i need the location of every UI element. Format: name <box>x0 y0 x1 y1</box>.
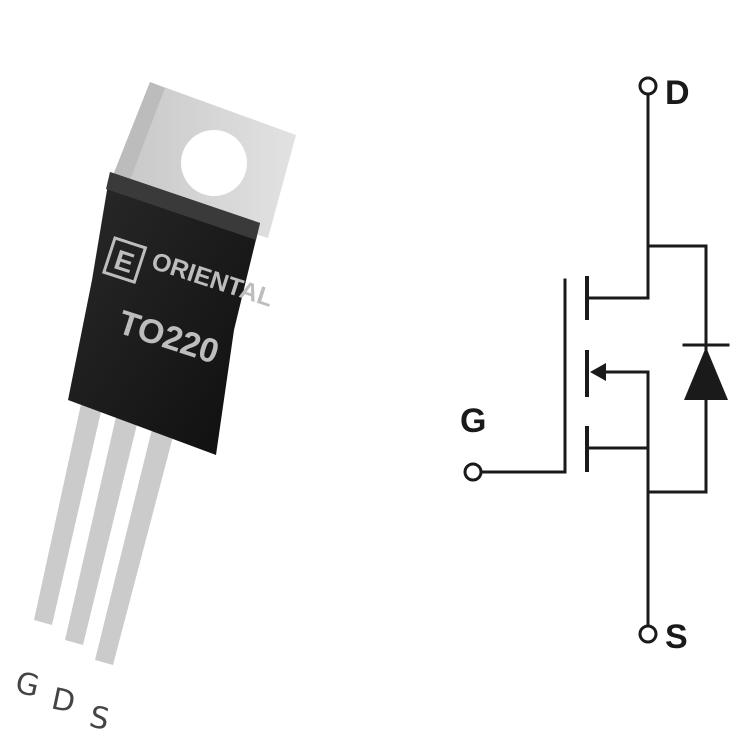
drain-terminal <box>638 76 658 96</box>
lead-drain <box>65 408 139 645</box>
lead-gate <box>34 395 103 625</box>
to220-package: E ORIENTAL TO220 G D S <box>12 82 296 738</box>
package-body: E ORIENTAL TO220 <box>68 172 277 455</box>
gate-label: G <box>460 402 486 440</box>
pin-label-gate: G <box>12 666 42 705</box>
source-terminal <box>638 624 658 644</box>
lead-source <box>95 421 175 665</box>
pin-label-source: S <box>86 700 112 738</box>
source-label: S <box>665 618 688 656</box>
body-arrow <box>590 363 606 381</box>
gate-terminal <box>463 462 483 482</box>
mounting-hole <box>181 130 247 196</box>
drain-label: D <box>665 74 690 112</box>
pin-label-drain: D <box>48 682 78 721</box>
mosfet-schematic <box>463 76 730 644</box>
body-diode <box>682 244 730 494</box>
